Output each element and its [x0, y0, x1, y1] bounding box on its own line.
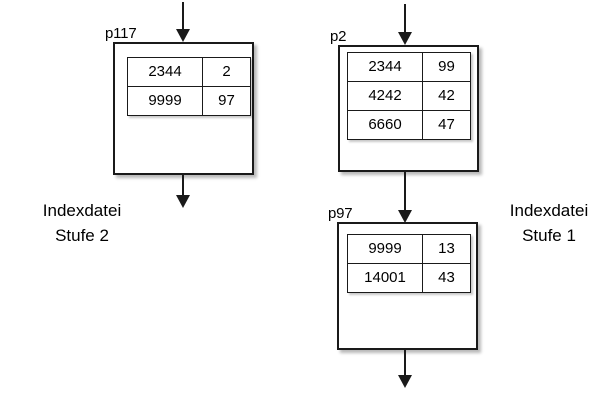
- node-label-p97: p97: [328, 205, 353, 222]
- entry-key: 2344: [127, 57, 203, 87]
- entry-table-p97: 9999 13 14001 43: [347, 234, 471, 293]
- entry-key: 9999: [347, 234, 423, 264]
- node-label-p2: p2: [330, 28, 347, 45]
- table-row: 4242 42: [347, 81, 471, 111]
- entry-key: 4242: [347, 81, 423, 111]
- entry-pointer: 42: [422, 81, 471, 111]
- entry-pointer: 2: [202, 57, 251, 87]
- table-row: 2344 99: [347, 52, 471, 82]
- caption-line-1: Indexdatei: [509, 201, 589, 220]
- table-row: 9999 97: [127, 86, 251, 116]
- arrow-out-of-p117: [176, 175, 190, 208]
- arrow-p2-to-p97: [398, 172, 412, 223]
- entry-pointer: 13: [422, 234, 471, 264]
- entry-key: 14001: [347, 263, 423, 293]
- caption-line-2: Stufe 1: [522, 226, 576, 245]
- entry-pointer: 43: [422, 263, 471, 293]
- arrow-into-p2: [398, 4, 412, 45]
- entry-table-p117: 2344 2 9999 97: [127, 57, 251, 116]
- caption-indexdatei-stufe-2: Indexdatei Stufe 2: [12, 198, 152, 248]
- entry-key: 9999: [127, 86, 203, 116]
- arrow-out-of-p97: [398, 350, 412, 388]
- node-label-p117: p117: [105, 25, 137, 42]
- table-row: 2344 2: [127, 57, 251, 87]
- entry-table-p2: 2344 99 4242 42 6660 47: [347, 52, 471, 140]
- entry-key: 6660: [347, 110, 423, 140]
- entry-pointer: 97: [202, 86, 251, 116]
- entry-pointer: 99: [422, 52, 471, 82]
- caption-line-2: Stufe 2: [55, 226, 109, 245]
- caption-line-1: Indexdatei: [42, 201, 122, 220]
- table-row: 14001 43: [347, 263, 471, 293]
- caption-indexdatei-stufe-1: Indexdatei Stufe 1: [490, 198, 608, 248]
- entry-pointer: 47: [422, 110, 471, 140]
- entry-key: 2344: [347, 52, 423, 82]
- table-row: 6660 47: [347, 110, 471, 140]
- table-row: 9999 13: [347, 234, 471, 264]
- arrow-into-p117: [176, 2, 190, 42]
